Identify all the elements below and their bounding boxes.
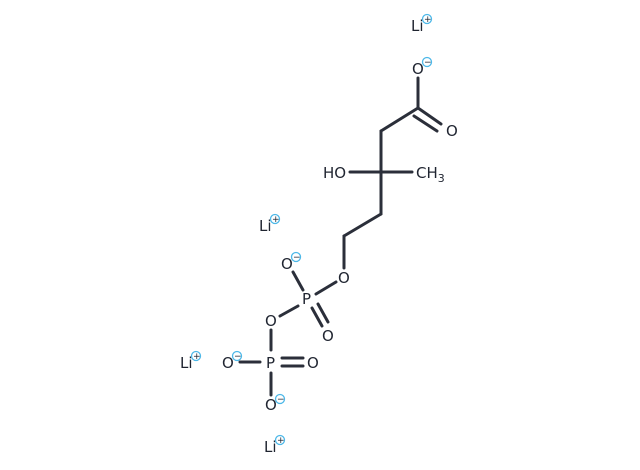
methyl-ch3: CH3 [416,164,445,185]
charge-ring [269,213,281,225]
charge-sign: + [193,352,201,362]
charge-ring [290,251,302,263]
atom-label: Li [259,217,272,235]
atom-label: O [265,396,277,414]
charge-sign: − [234,352,242,362]
carboxylate-o-minus: O − [412,56,433,78]
charge-ring [274,434,286,446]
lithium-ion-4: Li + [264,434,286,456]
ester-o: O [338,269,350,287]
charge-ring [421,56,433,68]
phosphorus-1: P [302,290,311,308]
phosphate2-o-left-minus: O − [222,350,243,372]
phosphate1-o-minus: O − [281,251,302,273]
hydroxyl-ho: HO [323,164,346,182]
lithium-ion-3: Li + [180,350,202,372]
bond-c1-o-double-b [412,114,439,133]
charge-ring [274,393,286,405]
charge-sign: − [424,58,432,68]
charge-sign: + [424,15,432,25]
charge-sign: − [277,395,285,405]
bonds [238,76,443,397]
bond-o-p1 [314,280,338,296]
lithium-ion-1: Li + [411,13,433,35]
charge-ring [421,13,433,25]
charge-sign: + [272,215,280,225]
lithium-ion-2: Li + [259,213,281,235]
bond-p1-o-double-a [310,306,324,328]
bridge-o: O [265,312,277,330]
atom-label: O [412,60,424,78]
bond-p1-o-double-b [316,302,330,324]
phosphorus-2: P [266,354,275,372]
atom-label: O [222,354,234,372]
charge-sign: + [277,436,285,446]
charge-ring [190,350,202,362]
charge-ring [231,350,243,362]
atom-label: Li [264,438,277,456]
bond-c1-o-double-a [416,106,443,126]
atom-label: Li [411,17,424,35]
bond-c4-c5 [342,212,383,238]
bond-c1-c2 [379,106,420,133]
atom-label: O [281,255,293,273]
carbonyl-o: O [446,122,458,140]
charge-sign: − [293,253,301,263]
bond-p1-o-bridge [278,304,300,318]
atom-labels: Li + O − O HO CH3 Li + O O − P [180,13,458,456]
phosphate1-o-double: O [322,327,334,345]
phosphate2-o-double: O [307,354,319,372]
bond-p1-o-minus [291,270,305,292]
atom-label: Li [180,354,193,372]
phosphate2-o-bottom-minus: O − [265,393,286,414]
